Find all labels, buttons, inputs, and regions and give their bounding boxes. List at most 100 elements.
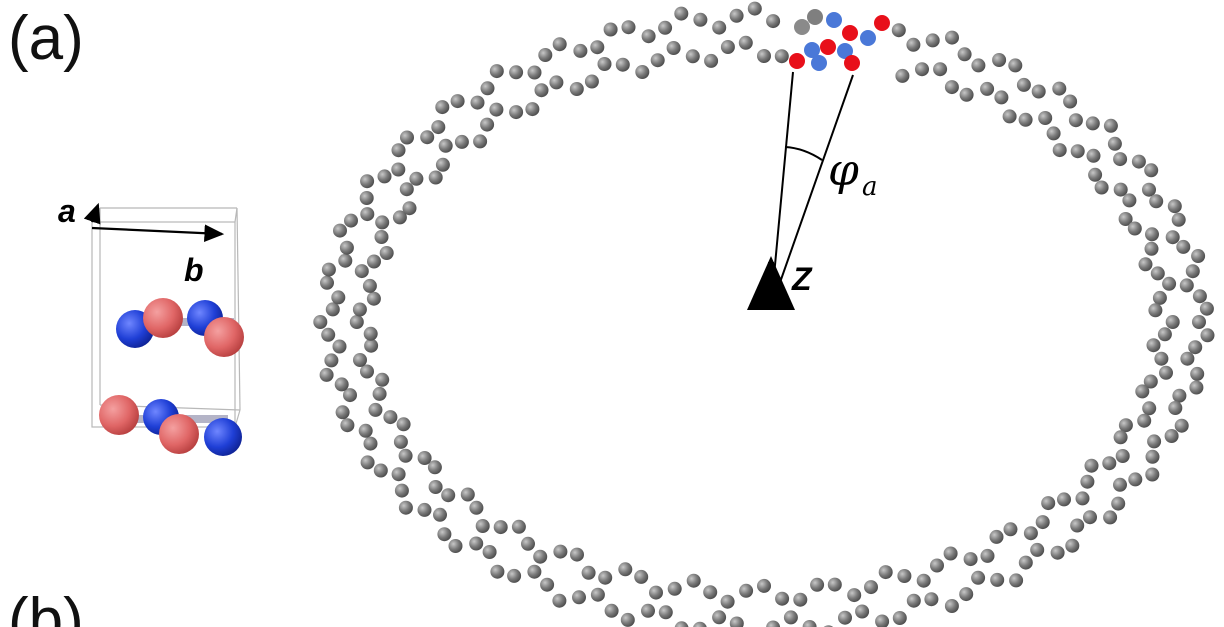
atom-gray <box>1088 167 1103 182</box>
atom-gray <box>1142 182 1156 197</box>
atom-gray <box>363 326 378 341</box>
atom-gray <box>1144 241 1159 256</box>
atom-gray <box>473 134 488 149</box>
atom-gray <box>704 53 719 68</box>
atom-gray <box>1192 315 1206 329</box>
atom-gray <box>925 33 940 48</box>
atom-gray <box>739 583 754 598</box>
atom-gray <box>1046 126 1061 141</box>
atom-gray <box>957 47 972 62</box>
atom-gray <box>1185 264 1200 279</box>
atom-gray <box>959 587 974 602</box>
atom-gray <box>489 64 504 79</box>
atom-gray <box>757 578 771 593</box>
atom-gray <box>324 353 339 368</box>
atom-gray <box>634 569 649 584</box>
atom-gray <box>1143 374 1158 389</box>
atom-gray <box>391 143 406 158</box>
atom-gray <box>331 290 346 305</box>
atom-gray <box>339 240 354 255</box>
atom-gray <box>666 41 681 55</box>
atom-gray <box>810 577 825 592</box>
atom-gray <box>379 246 394 260</box>
atom-gray <box>1035 515 1050 530</box>
atom-gray <box>641 603 655 618</box>
atom-gray <box>1070 518 1085 533</box>
atom-gray <box>1118 212 1133 226</box>
atom-gray <box>1189 380 1204 395</box>
atom-gray <box>319 367 334 382</box>
atom-gray <box>344 213 358 228</box>
atom-gray <box>362 278 377 293</box>
atom-gray <box>693 12 708 27</box>
atom-gray <box>1180 351 1195 366</box>
atom-gray <box>540 577 555 592</box>
atom-gray <box>944 599 959 613</box>
atom-gray <box>391 467 406 482</box>
axis-b-label: b <box>184 252 204 288</box>
atom-gray <box>1084 458 1099 473</box>
atom-gray <box>971 58 986 73</box>
atom-gray <box>400 130 414 145</box>
atom-gray <box>480 81 495 96</box>
atom-gray <box>1162 276 1177 291</box>
atom-gray <box>374 230 389 244</box>
atom-gray <box>933 62 948 77</box>
angle-ray-left <box>770 71 794 309</box>
atom-gray <box>509 65 524 80</box>
atom-gray <box>674 6 689 21</box>
atom-gray <box>1200 328 1215 343</box>
atom-gray <box>1070 144 1085 159</box>
atom-gray <box>945 30 959 45</box>
atom-gray <box>525 102 540 117</box>
atom-gray <box>364 338 379 353</box>
atom-gray <box>906 37 921 52</box>
atom-gray <box>1142 401 1157 416</box>
atom-gray <box>398 448 413 463</box>
atom-gray <box>1065 538 1080 553</box>
atom-gray <box>360 455 375 470</box>
atom-gray <box>667 581 682 596</box>
atom-gray <box>703 585 718 600</box>
atom-gray <box>635 65 650 79</box>
atom-gray <box>475 519 490 533</box>
z-axis-label: Z <box>791 261 813 297</box>
atom-gray <box>553 544 568 559</box>
atom-gray <box>916 573 931 588</box>
atom-gray <box>1030 542 1045 557</box>
atom-gray <box>399 182 414 197</box>
atom-gray <box>373 463 388 478</box>
atom-gray <box>1176 239 1191 254</box>
atom-gray <box>693 621 707 627</box>
atom-gray <box>712 20 727 35</box>
atom-gray <box>1008 58 1023 73</box>
atom-gray <box>620 612 635 627</box>
atom-blue <box>204 418 242 456</box>
atom-gray <box>757 49 771 63</box>
atom-gray <box>393 434 408 449</box>
atom-gray <box>332 339 347 354</box>
atom-gray <box>469 536 484 551</box>
atom-gray <box>729 8 744 23</box>
atom-blue <box>826 12 842 28</box>
atom-gray <box>915 62 929 77</box>
angle-subscript: a <box>862 172 878 202</box>
atom-gray <box>354 264 369 279</box>
atom-gray <box>807 9 823 25</box>
atom-gray <box>712 610 727 625</box>
lower-atom-chain <box>99 395 242 456</box>
atom-gray <box>321 327 336 342</box>
atom-gray <box>1111 496 1126 511</box>
atom-gray <box>1165 230 1180 245</box>
atom-gray <box>615 57 630 72</box>
atom-gray <box>1144 163 1159 178</box>
atom-gray <box>1174 418 1189 433</box>
atom-gray <box>597 57 612 71</box>
axis-a-arrow <box>83 202 101 225</box>
atom-gray <box>1075 491 1090 506</box>
atom-gray <box>658 605 673 620</box>
atom-gray <box>1172 388 1187 403</box>
atom-gray <box>584 74 599 89</box>
atom-gray <box>766 14 781 29</box>
